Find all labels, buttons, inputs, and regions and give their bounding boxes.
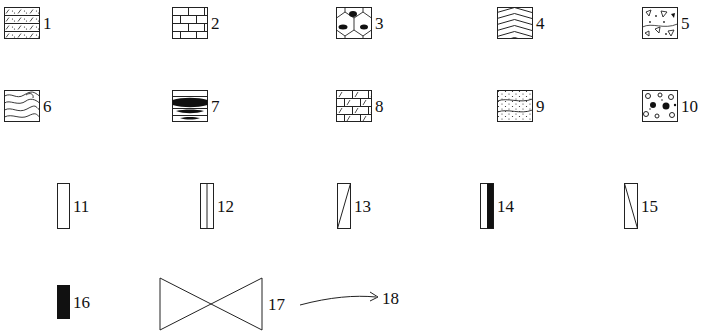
symbol-number: 18: [382, 290, 399, 307]
symbol-number: 13: [354, 198, 371, 215]
symbol-number: 4: [536, 15, 545, 32]
symbol-number: 7: [211, 98, 220, 115]
symbol-number: 15: [641, 198, 658, 215]
symbol-number: 14: [497, 198, 514, 215]
symbol-number: 16: [73, 294, 90, 311]
symbol-number: 3: [375, 15, 384, 32]
symbol-number: 10: [681, 98, 698, 115]
symbol-number: 17: [268, 296, 285, 313]
symbol-number: 5: [681, 15, 690, 32]
symbol-number: 8: [375, 98, 384, 115]
symbol-number: 9: [536, 98, 545, 115]
symbol-number: 6: [43, 98, 52, 115]
symbol-number: 11: [73, 198, 89, 215]
symbol-number: 2: [211, 15, 220, 32]
symbol-number: 1: [43, 15, 52, 32]
symbol-number: 12: [217, 198, 234, 215]
